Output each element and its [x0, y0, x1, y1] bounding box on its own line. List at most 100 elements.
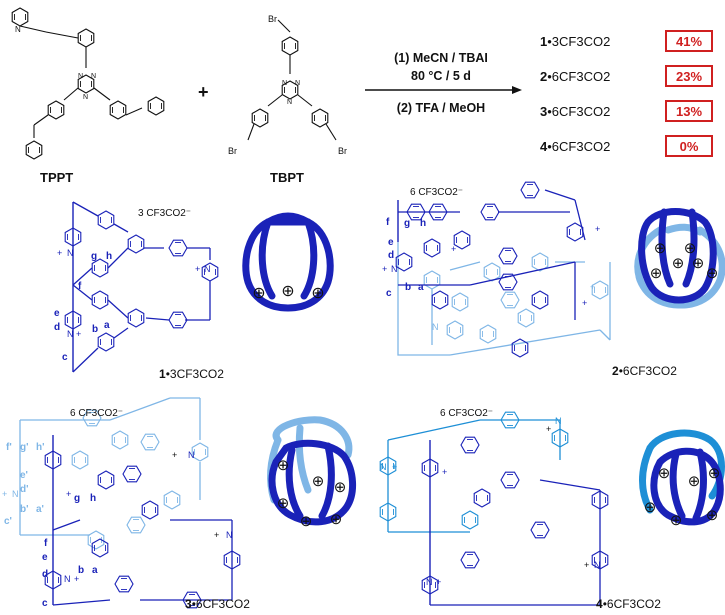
- svg-text:+: +: [595, 224, 600, 234]
- cage-2-structure-dark: [395, 181, 586, 358]
- svg-text:c': c': [4, 516, 12, 527]
- svg-text:h: h: [90, 493, 96, 504]
- svg-text:⊕: ⊕: [708, 465, 721, 482]
- svg-text:b: b: [92, 324, 98, 335]
- cage-2-structure-light: [397, 242, 611, 356]
- svg-text:+: +: [590, 282, 595, 292]
- svg-text:N: N: [426, 577, 433, 587]
- conditions-step2: (2) TFA / MeOH: [397, 101, 485, 115]
- svg-text:N: N: [204, 264, 211, 274]
- cage-1-counterion: 3 CF3CO2⁻: [138, 208, 191, 219]
- yield-value: 13%: [676, 104, 702, 119]
- svg-text:⊕: ⊕: [650, 265, 663, 282]
- svg-text:⊕: ⊕: [670, 512, 683, 529]
- cage-2-counterion: 6 CF3CO2⁻: [410, 187, 463, 198]
- svg-text:e: e: [42, 552, 48, 563]
- svg-text:b: b: [78, 565, 84, 576]
- svg-text:d': d': [20, 484, 29, 495]
- svg-text:N: N: [78, 73, 83, 80]
- svg-text:⊕: ⊕: [330, 511, 343, 528]
- svg-text:+: +: [582, 298, 587, 308]
- svg-text:N: N: [432, 322, 439, 332]
- tbpt-structure: Br N N N Br Br: [228, 14, 347, 156]
- svg-text:+: +: [74, 574, 79, 584]
- svg-text:a: a: [92, 565, 98, 576]
- svg-text:+: +: [57, 248, 62, 258]
- svg-text:+: +: [2, 489, 7, 499]
- svg-text:a': a': [36, 504, 44, 515]
- cage-3-charges: + N + + N + N N +: [2, 450, 233, 584]
- svg-text:⊕: ⊕: [706, 265, 719, 282]
- product-row: 1•3CF3CO2 41%: [540, 30, 713, 52]
- svg-text:⊕: ⊕: [277, 457, 290, 474]
- svg-text:g': g': [20, 442, 29, 453]
- svg-text:+: +: [436, 577, 441, 587]
- svg-text:N: N: [12, 489, 19, 499]
- svg-text:e: e: [388, 237, 394, 248]
- svg-text:c: c: [386, 288, 392, 299]
- yield-box: [665, 100, 713, 122]
- svg-text:Br: Br: [268, 14, 277, 24]
- yield-box: [665, 135, 713, 157]
- svg-text:N: N: [380, 462, 387, 472]
- cage-3-counterion: 6 CF3CO2⁻: [70, 408, 123, 419]
- cage-3-positive-charges: ⊕ ⊕ ⊕ ⊕ ⊕ ⊕: [277, 457, 347, 530]
- svg-text:⊕: ⊕: [277, 495, 290, 512]
- svg-text:⊕: ⊕: [684, 240, 697, 257]
- yield-value: 41%: [676, 34, 702, 49]
- svg-text:⊕: ⊕: [281, 283, 294, 300]
- cage-4-cartoon: [639, 429, 725, 526]
- svg-text:N: N: [594, 560, 601, 570]
- svg-text:2•6CF3CO2: 2•6CF3CO2: [612, 364, 677, 378]
- svg-text:N: N: [188, 450, 195, 460]
- svg-text:N: N: [282, 80, 287, 87]
- reaction-arrowhead: [512, 86, 522, 94]
- pyridine-n: N: [15, 25, 21, 34]
- svg-text:N: N: [67, 248, 74, 258]
- cage-3-labels: f' g' h' e' d' b' a' c' f g h e d b a c: [4, 442, 98, 609]
- svg-text:⊕: ⊕: [688, 473, 701, 490]
- conditions-step1: (1) MeCN / TBAI: [394, 51, 488, 65]
- svg-text:g: g: [91, 251, 97, 262]
- svg-text:g: g: [74, 493, 80, 504]
- cage-4-counterion: 6 CF3CO2⁻: [440, 408, 493, 419]
- svg-text:4•6CF3CO2: 4•6CF3CO2: [596, 597, 661, 611]
- svg-text:⊕: ⊕: [672, 255, 685, 272]
- yield-box: [665, 65, 713, 87]
- svg-text:a: a: [418, 282, 424, 293]
- svg-text:N: N: [391, 264, 398, 274]
- svg-text:+: +: [195, 264, 200, 274]
- svg-text:Br: Br: [338, 146, 347, 156]
- product-formula: 4•6CF3CO2: [540, 139, 610, 154]
- cage-4-positive-charges: ⊕ ⊕ ⊕ ⊕ ⊕ ⊕: [644, 465, 721, 529]
- svg-text:f: f: [386, 217, 390, 228]
- svg-text:N: N: [91, 73, 96, 80]
- svg-text:Br: Br: [228, 146, 237, 156]
- cage-1-structure: [64, 201, 219, 373]
- svg-text:h: h: [106, 251, 112, 262]
- svg-text:+: +: [584, 560, 589, 570]
- svg-text:+: +: [214, 530, 219, 540]
- svg-text:⊕: ⊕: [644, 499, 657, 516]
- svg-text:⊕: ⊕: [312, 473, 325, 490]
- cage-1-cartoon: [242, 212, 334, 312]
- product-formula: 3•6CF3CO2: [540, 104, 610, 119]
- svg-text:⊕: ⊕: [252, 285, 265, 302]
- svg-text:N: N: [83, 94, 88, 101]
- svg-text:+: +: [451, 244, 456, 254]
- caption-4: 4•6CF3CO2: [596, 597, 661, 611]
- cage-1-charges: + N + N N +: [57, 248, 211, 339]
- svg-text:b: b: [405, 282, 411, 293]
- svg-text:N: N: [67, 329, 74, 339]
- svg-text:f': f': [6, 442, 12, 453]
- caption-3: 3•6CF3CO2: [185, 597, 250, 611]
- svg-text:⊕: ⊕: [706, 507, 719, 524]
- product-formula: 1•3CF3CO2: [540, 34, 610, 49]
- cage-2-labels: f g h e d b a c: [386, 217, 426, 299]
- svg-text:N: N: [555, 416, 562, 426]
- tppt-label: TPPT: [40, 170, 73, 185]
- svg-text:N: N: [287, 99, 292, 106]
